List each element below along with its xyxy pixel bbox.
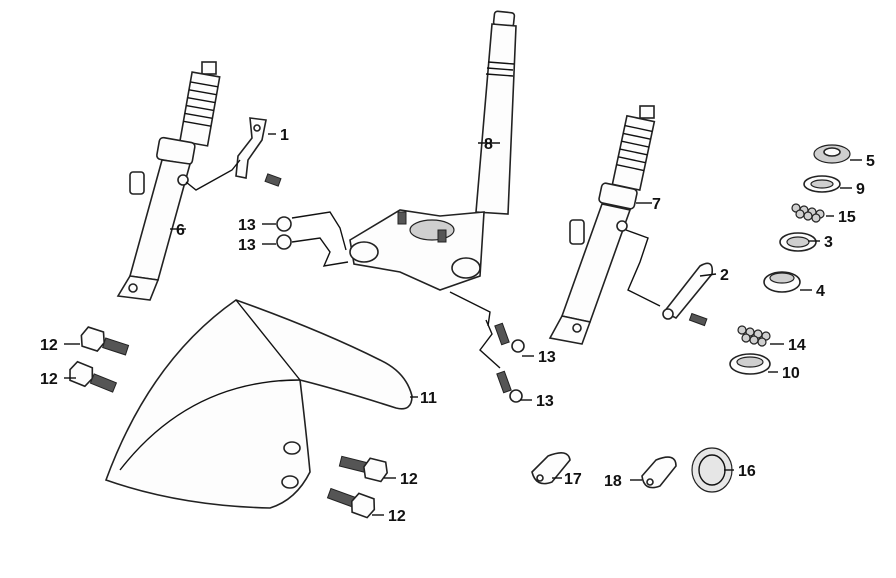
callout-12c: 12 — [400, 471, 418, 488]
callout-10: 10 — [782, 365, 800, 382]
callout-16: 16 — [738, 463, 756, 480]
callout-11: 11 — [420, 390, 437, 407]
steering-bearing-set — [729, 144, 851, 375]
leader-lines — [64, 133, 862, 516]
right-fork-leg — [548, 105, 656, 345]
fender-bolts — [69, 326, 389, 519]
reflector-disc — [691, 447, 733, 493]
callout-2: 2 — [720, 267, 729, 284]
callout-9: 9 — [856, 181, 865, 198]
callout-13c: 13 — [538, 349, 556, 366]
callout-8: 8 — [484, 136, 493, 153]
callout-13a: 13 — [238, 217, 256, 234]
ball-bearings-upper — [791, 203, 825, 223]
cable-clamps — [531, 452, 677, 489]
front-fender — [104, 299, 413, 509]
callout-4: 4 — [816, 283, 825, 300]
callout-17: 17 — [564, 471, 582, 488]
bracket-part — [235, 117, 282, 187]
left-fork-leg — [116, 61, 221, 301]
callout-12b: 12 — [40, 371, 58, 388]
steering-stem — [349, 10, 517, 291]
callout-labels: 1 2 3 4 5 6 7 8 9 10 11 12 12 12 12 13 1… — [40, 127, 875, 525]
callout-13d: 13 — [536, 393, 554, 410]
callout-3: 3 — [824, 234, 833, 251]
triple-clamp-bolts — [276, 216, 525, 403]
ball-bearings-lower — [737, 325, 771, 347]
callout-6: 6 — [176, 222, 185, 239]
callout-14: 14 — [788, 337, 806, 354]
callout-1: 1 — [280, 127, 289, 144]
hose-clamp — [662, 262, 714, 327]
callout-15: 15 — [838, 209, 856, 226]
callout-12d: 12 — [388, 508, 406, 525]
callout-7: 7 — [652, 196, 661, 213]
callout-5: 5 — [866, 153, 875, 170]
callout-13b: 13 — [238, 237, 256, 254]
callout-18: 18 — [604, 473, 622, 490]
callout-12a: 12 — [40, 337, 58, 354]
